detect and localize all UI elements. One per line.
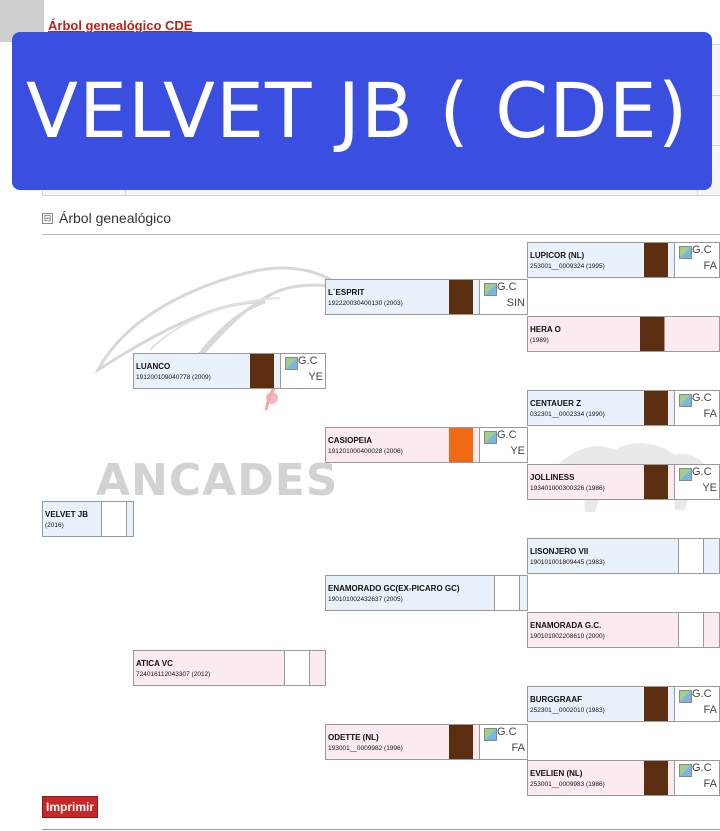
- horse-photo[interactable]: G.C FA: [674, 687, 719, 721]
- photo-placeholder: [494, 576, 520, 610]
- horse-card-ggp-8[interactable]: EVELIEN (NL) 253001__0009983 (1986) G.C …: [527, 760, 720, 796]
- coat-color-swatch: [644, 761, 668, 795]
- photo-placeholder: [678, 539, 704, 573]
- horse-card-sire[interactable]: LUANCO 191200109040778 (2009) G.C YE: [133, 353, 326, 389]
- broken-image-icon: [679, 468, 692, 481]
- section-title: Árbol genealógico: [59, 210, 172, 226]
- print-button[interactable]: Imprimir: [42, 796, 99, 818]
- broken-image-icon: [484, 728, 497, 741]
- pedigree-section-header[interactable]: ⊟ Árbol genealógico: [42, 208, 720, 235]
- horse-card-ggp-7[interactable]: BURGGRAAF 252301__0002010 (1983) G.C FA: [527, 686, 720, 722]
- horse-photo[interactable]: G.C YE: [479, 428, 527, 462]
- coat-color-swatch: [644, 391, 668, 425]
- horse-photo[interactable]: G.C YE: [280, 354, 325, 388]
- horse-photo[interactable]: G.C FA: [479, 725, 527, 759]
- broken-image-icon: [484, 283, 497, 296]
- horse-photo[interactable]: G.C FA: [674, 243, 719, 277]
- coat-color-swatch: [449, 428, 473, 462]
- bottom-divider: [42, 829, 720, 830]
- horse-card-sire-sire[interactable]: L´ESPRIT 192220030400130 (2003) G.C SIN: [325, 279, 528, 315]
- photo-placeholder: [101, 502, 127, 536]
- collapse-icon[interactable]: ⊟: [42, 213, 53, 224]
- horse-photo[interactable]: G.C FA: [674, 761, 719, 795]
- horse-card-subject[interactable]: VELVET JB (2016): [42, 501, 134, 537]
- horse-card-dam-sire[interactable]: ENAMORADO GC(EX-PICARO GC) 1901010024326…: [325, 575, 528, 611]
- broken-image-icon: [679, 764, 692, 777]
- horse-card-ggp-2[interactable]: HERA O (1989): [527, 316, 720, 352]
- coat-color-swatch: [644, 243, 668, 277]
- coat-color-swatch: [250, 354, 274, 388]
- broken-image-icon: [285, 357, 298, 370]
- photo-placeholder: [678, 613, 704, 647]
- broken-image-icon: [679, 246, 692, 259]
- horse-card-sire-dam[interactable]: CASIOPEIA 191201000400028 (2006) G.C YE: [325, 427, 528, 463]
- horse-card-ggp-5[interactable]: LISONJERO VII 190101001809445 (1983): [527, 538, 720, 574]
- watermark-text: ANCADES: [96, 455, 339, 506]
- horse-photo[interactable]: G.C SIN: [479, 280, 527, 314]
- ancades-logo-icon: [93, 266, 347, 411]
- horse-photo[interactable]: G.C YE: [674, 465, 719, 499]
- coat-color-swatch: [449, 725, 473, 759]
- page-title[interactable]: Árbol genealógico CDE: [48, 18, 193, 33]
- horse-name-banner: VELVET JB ( CDE): [12, 32, 712, 190]
- horse-card-ggp-3[interactable]: CENTAUER Z 032301__0002334 (1990) G.C FA: [527, 390, 720, 426]
- coat-color-swatch: [449, 280, 473, 314]
- broken-image-icon: [484, 431, 497, 444]
- coat-color-swatch: [644, 687, 668, 721]
- broken-image-icon: [679, 394, 692, 407]
- broken-image-icon: [679, 690, 692, 703]
- horse-card-dam-dam[interactable]: ODETTE (NL) 193001__0009982 (1996) G.C F…: [325, 724, 528, 760]
- horse-card-ggp-1[interactable]: LUPICOR (NL) 253001__0009324 (1995) G.C …: [527, 242, 720, 278]
- coat-color-swatch: [644, 465, 668, 499]
- banner-text: VELVET JB ( CDE): [26, 66, 689, 155]
- horse-card-ggp-4[interactable]: JOLLINESS 193401000300326 (1986) G.C YE: [527, 464, 720, 500]
- coat-color-swatch: [640, 317, 664, 351]
- horse-photo[interactable]: G.C FA: [674, 391, 719, 425]
- photo-placeholder: [284, 651, 310, 685]
- photo-placeholder: [664, 317, 665, 351]
- horse-card-ggp-6[interactable]: ENAMORADA G.C. 190101002208610 (2000): [527, 612, 720, 648]
- horse-card-dam[interactable]: ATICA VC 724016112043307 (2012): [133, 650, 326, 686]
